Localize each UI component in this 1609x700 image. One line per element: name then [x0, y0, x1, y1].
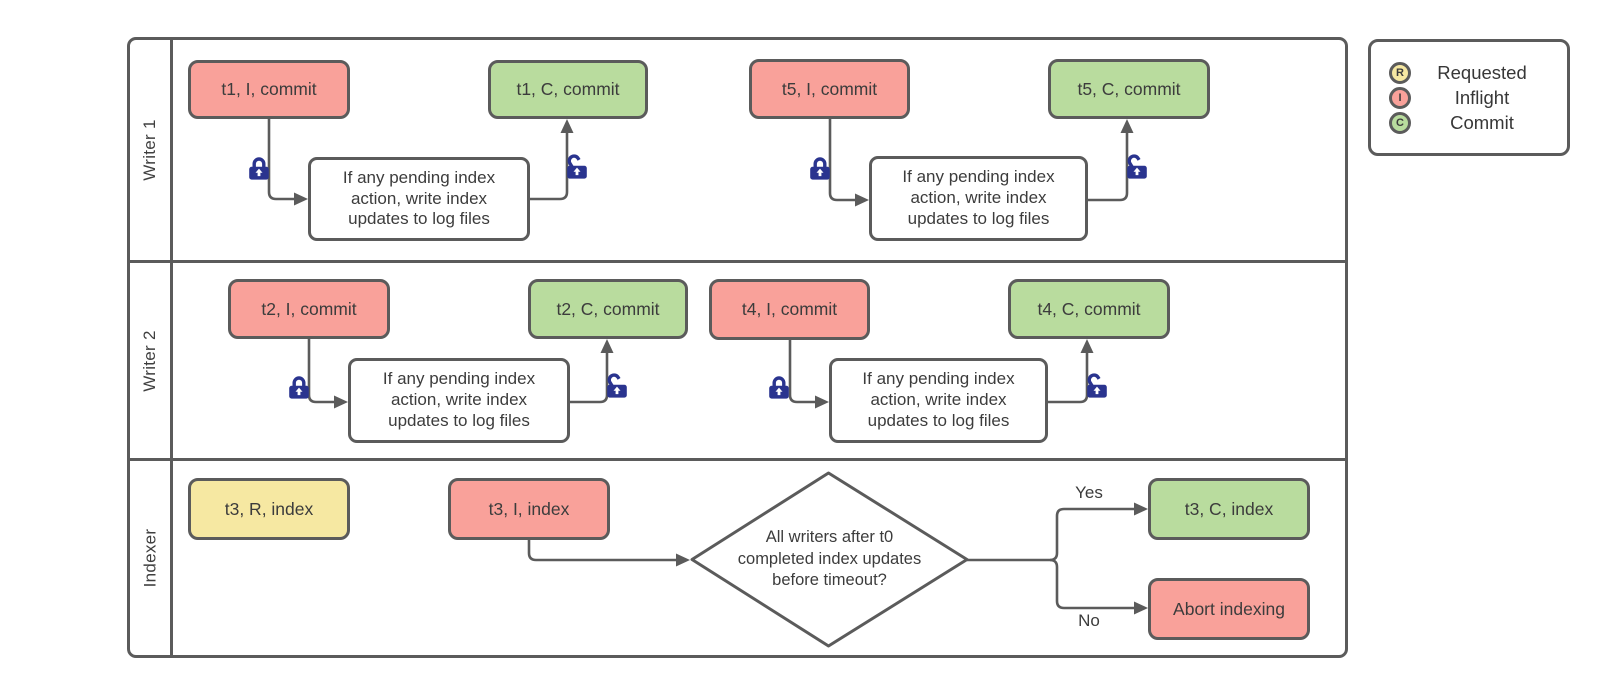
arrowhead-icon — [1134, 601, 1148, 615]
closed-lock-icon — [247, 157, 271, 182]
closed-lock-icon — [767, 376, 791, 401]
legend-letter: I — [1398, 91, 1402, 104]
node-t3-inflight: t3, I, index — [448, 478, 610, 540]
connector-decision-yes — [967, 502, 1148, 562]
arrowhead-icon — [676, 553, 690, 567]
node-t5-commit: t5, C, commit — [1048, 59, 1210, 119]
connector-t1-inflight-to-process — [267, 119, 308, 206]
arrowhead-icon — [294, 192, 308, 206]
legend-label: Requested — [1437, 61, 1527, 83]
node-t1-inflight: t1, I, commit — [188, 60, 350, 119]
node-t4-commit: t4, C, commit — [1008, 279, 1170, 339]
connector-t3-inflight-to-decision — [527, 540, 690, 567]
connector-process-to-t4-commit — [1048, 339, 1094, 404]
connector-decision-no — [1049, 558, 1148, 615]
closed-lock-icon — [287, 376, 311, 401]
legend-row-requested: R Requested — [1389, 61, 1553, 84]
node-t1-commit: t1, C, commit — [488, 60, 648, 119]
connector-process-to-t1-commit — [530, 119, 574, 201]
arrowhead-icon — [855, 193, 869, 207]
closed-lock-icon — [808, 157, 832, 182]
node-t4-inflight: t4, I, commit — [709, 279, 870, 340]
node-t2-inflight: t2, I, commit — [228, 279, 390, 339]
node-process-writer1-t5: If any pending index action, write index… — [869, 156, 1088, 241]
node-process-writer1-t1: If any pending index action, write index… — [308, 157, 530, 241]
node-t2-commit: t2, C, commit — [528, 279, 688, 339]
node-t5-inflight: t5, I, commit — [749, 59, 910, 119]
lane-writer-1: Writer 1 — [130, 40, 1345, 260]
lane-header-writer-2: Writer 2 — [130, 263, 173, 458]
connector-t5-inflight-to-process — [828, 119, 869, 207]
connector-process-to-t2-commit — [570, 339, 614, 404]
lane-header-writer-1: Writer 1 — [130, 40, 173, 260]
legend-label: Inflight — [1454, 86, 1510, 108]
lane-indexer: Indexer — [130, 458, 1345, 655]
edge-label-no: No — [1078, 611, 1100, 630]
legend-label: Commit — [1450, 111, 1514, 133]
arrowhead-icon — [1134, 502, 1148, 516]
open-lock-icon — [605, 371, 629, 400]
arrowhead-icon — [600, 339, 614, 353]
legend-letter: C — [1396, 116, 1404, 129]
connector-t4-inflight-to-process — [788, 340, 829, 409]
arrowhead-icon — [334, 395, 348, 409]
connector-t2-inflight-to-process — [307, 339, 348, 409]
node-process-writer2-t2: If any pending index action, write index… — [348, 358, 570, 443]
connector-process-to-t5-commit — [1088, 119, 1134, 202]
open-lock-icon — [1125, 152, 1149, 181]
legend-letter: R — [1396, 66, 1404, 79]
arrowhead-icon — [1120, 119, 1134, 133]
arrowhead-icon — [560, 119, 574, 133]
node-process-writer2-t4: If any pending index action, write index… — [829, 358, 1048, 443]
lane-header-indexer: Indexer — [130, 461, 173, 655]
legend-row-commit: C Commit — [1389, 111, 1553, 134]
open-lock-icon — [565, 152, 589, 181]
open-lock-icon — [1085, 371, 1109, 400]
decision-question: All writers after t0 completed index upd… — [737, 528, 922, 590]
arrowhead-icon — [1080, 339, 1094, 353]
commit-badge-icon: C — [1389, 111, 1411, 134]
inflight-badge-icon: I — [1389, 86, 1411, 109]
requested-badge-icon: R — [1389, 61, 1411, 84]
lane-writer-2: Writer 2 — [130, 260, 1345, 458]
node-t3-requested: t3, R, index — [188, 478, 350, 540]
node-t3-commit: t3, C, index — [1148, 478, 1310, 540]
arrowhead-icon — [815, 395, 829, 409]
legend: R Requested I Inflight C Commit — [1368, 39, 1570, 156]
legend-row-inflight: I Inflight — [1389, 86, 1553, 109]
node-abort-indexing: Abort indexing — [1148, 578, 1310, 640]
edge-label-yes: Yes — [1075, 483, 1103, 502]
